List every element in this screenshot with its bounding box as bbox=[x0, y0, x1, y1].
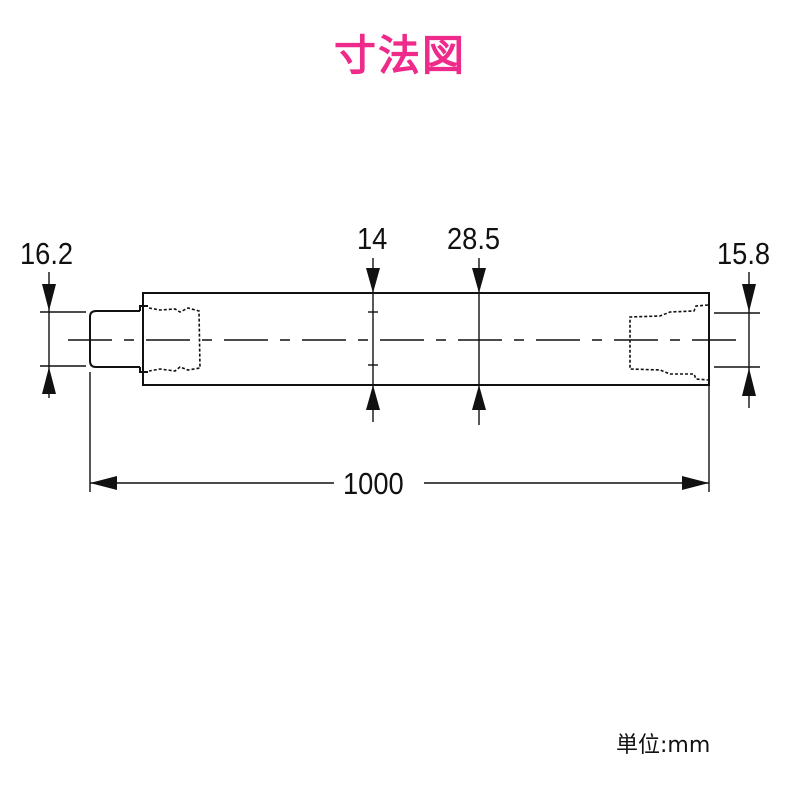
page-title: 寸法図 bbox=[333, 31, 466, 80]
left-fitting bbox=[89, 310, 140, 368]
tube-body bbox=[142, 292, 710, 386]
total-length-label: 1000 bbox=[343, 466, 404, 501]
left-insert-hidden bbox=[148, 307, 201, 372]
right-end-diameter-label: 15.8 bbox=[717, 236, 771, 271]
inner-diameter-label: 14 bbox=[357, 221, 388, 256]
outer-diameter-label: 28.5 bbox=[447, 221, 501, 256]
right-insert-hidden bbox=[629, 304, 709, 381]
unit-label: 単位:mm bbox=[616, 733, 711, 758]
left-end-diameter-label: 16.2 bbox=[20, 236, 74, 271]
